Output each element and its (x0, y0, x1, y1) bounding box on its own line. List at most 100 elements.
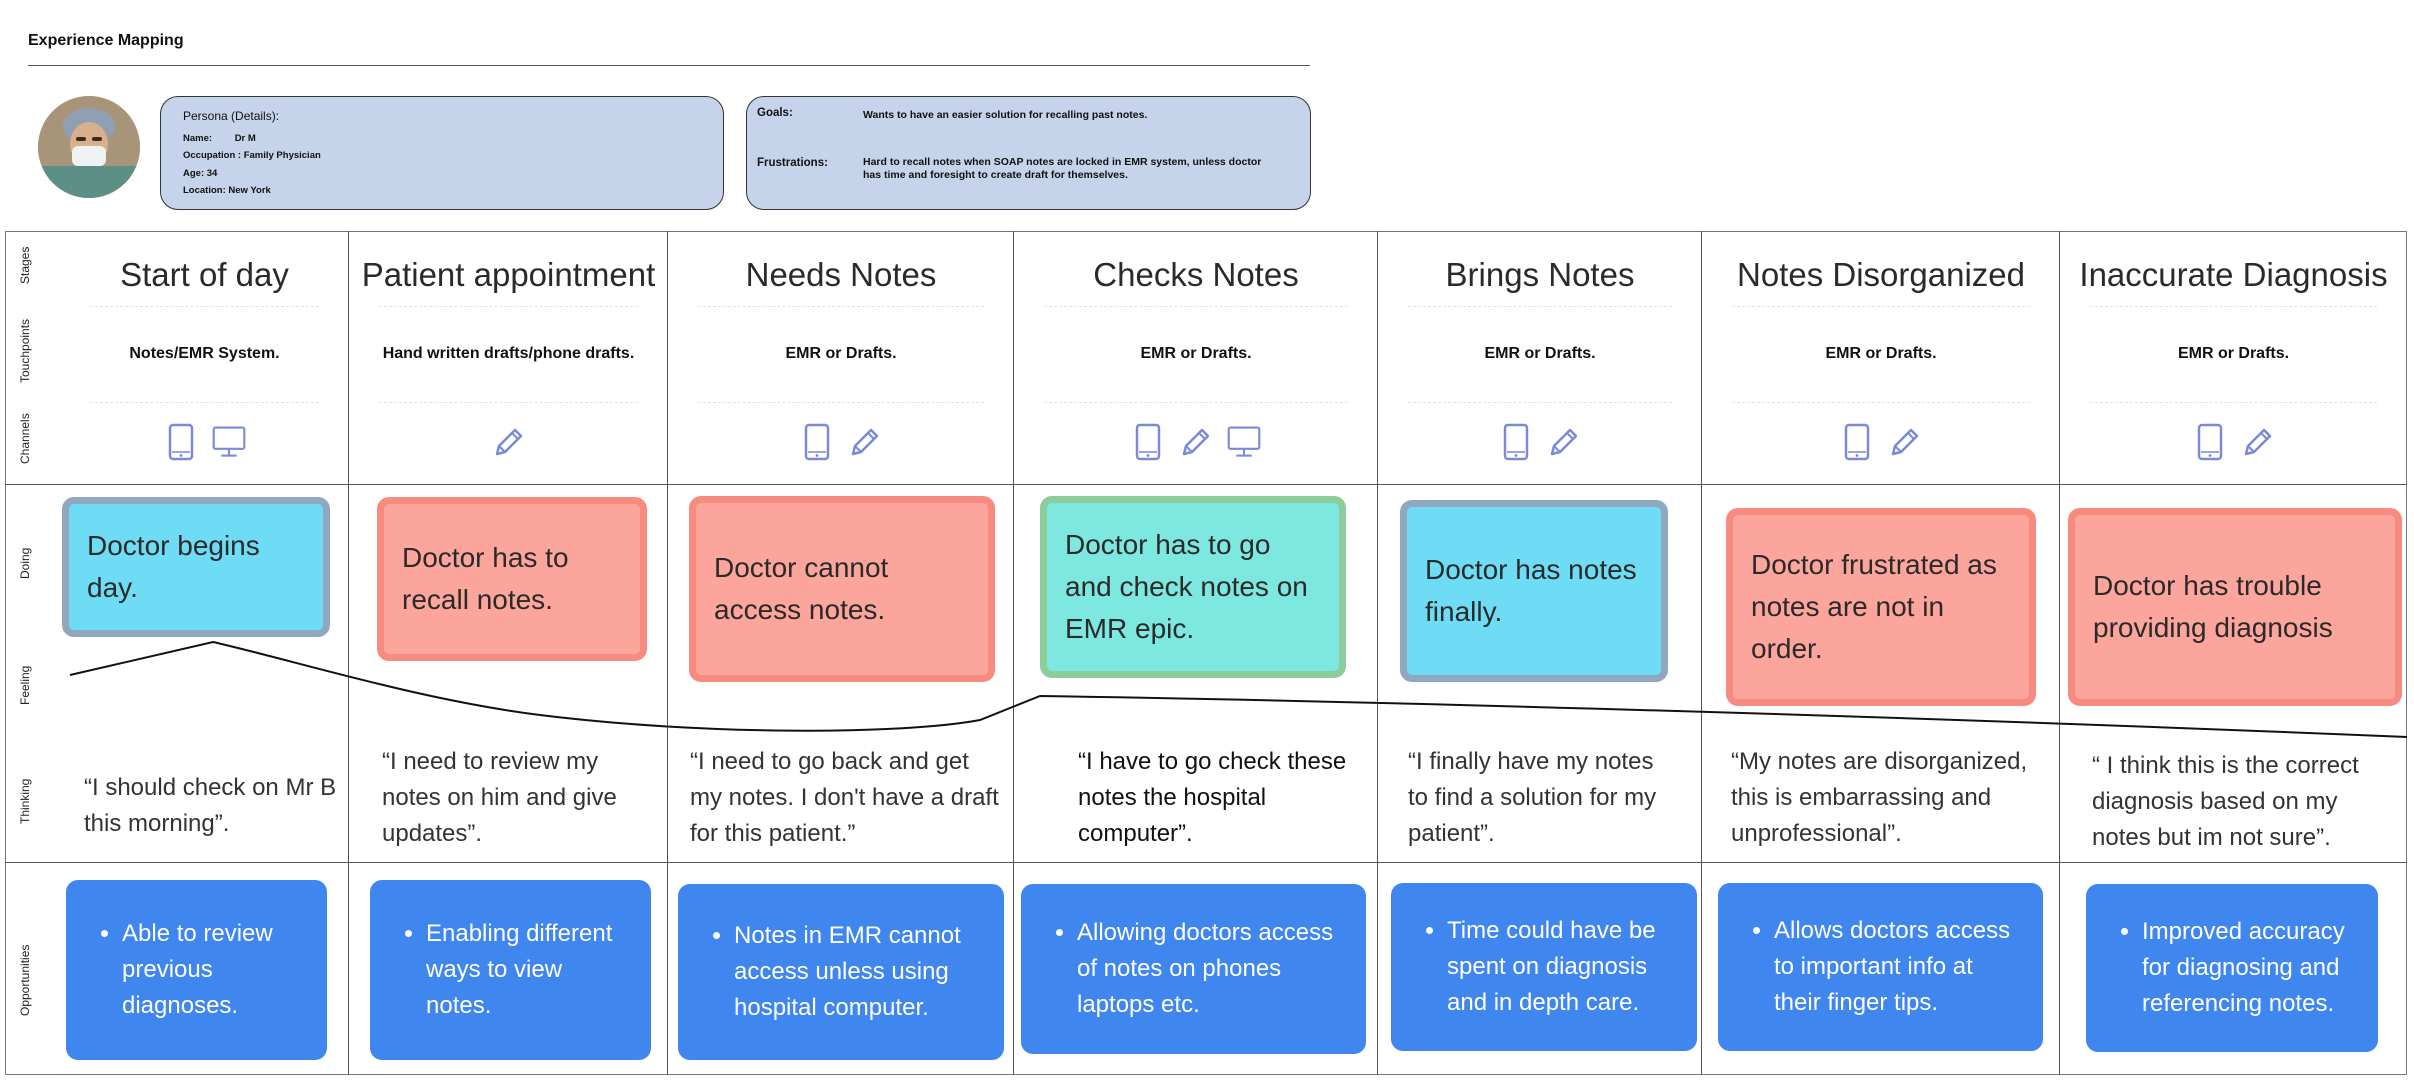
doing-text: Doctor cannot access notes. (714, 552, 889, 625)
row-separator (698, 306, 984, 307)
doing-text: Doctor has to recall notes. (402, 542, 569, 615)
thinking-quote-patient-appointment: “I need to review my notes on him and gi… (382, 748, 617, 847)
grid-divider-opportunities (5, 862, 2407, 863)
doing-card-checks-notes: Doctor has to go and check notes on EMR … (1040, 496, 1346, 678)
row-separator (1408, 306, 1672, 307)
opportunity-text: Allows doctors access to important info … (1774, 913, 2025, 1021)
goals-frustrations-card: Goals: Wants to have an easier solution … (746, 96, 1311, 210)
doing-card-brings-notes: Doctor has notes finally. (1400, 500, 1668, 682)
touchpoint-checks-notes: EMR or Drafts. (1140, 345, 1252, 362)
monitor-icon (212, 422, 246, 462)
channels-start-of-day (60, 422, 349, 462)
touchpoint-inaccurate-diagnosis: EMR or Drafts. (2177, 345, 2290, 362)
channels-inaccurate-diagnosis (2060, 422, 2407, 462)
column-divider (348, 231, 349, 1075)
persona-avatar (38, 96, 140, 198)
opportunity-card-inaccurate-diagnosis: Improved accuracy for diagnosing and ref… (2086, 884, 2378, 1052)
goals-value: Wants to have an easier solution for rec… (863, 109, 1148, 121)
tablet-icon (1131, 422, 1165, 462)
pencil-icon (1547, 422, 1581, 462)
grid-divider-doing (5, 484, 2407, 485)
doing-card-notes-disorganized: Doctor frustrated as notes are not in or… (1726, 508, 2036, 706)
persona-location: Location: New York (183, 185, 271, 196)
row-separator (379, 306, 638, 307)
opportunity-card-needs-notes: Notes in EMR cannot access unless using … (678, 884, 1004, 1060)
touchpoint-patient-appointment: Hand written drafts/phone drafts. (382, 345, 635, 362)
stage-start-of-day: Start of day (120, 256, 289, 293)
channels-notes-disorganized (1702, 422, 2060, 462)
pencil-icon (492, 422, 526, 462)
doing-card-start-of-day: Doctor begins day. (62, 497, 330, 637)
tablet-icon (1840, 422, 1874, 462)
persona-details-card: Persona (Details): Name: Dr M Occupation… (160, 96, 724, 210)
persona-header: Persona (Details): (183, 109, 280, 123)
row-separator (379, 402, 638, 403)
doing-card-inaccurate-diagnosis: Doctor has trouble providing diagnosis (2068, 508, 2402, 706)
pencil-icon (1888, 422, 1922, 462)
doing-text: Doctor has to go and check notes on EMR … (1065, 529, 1308, 644)
row-separator (2090, 306, 2377, 307)
channels-brings-notes (1378, 422, 1702, 462)
stage-checks-notes: Checks Notes (1093, 256, 1299, 293)
row-separator (1732, 402, 2030, 403)
channels-needs-notes (668, 422, 1014, 462)
channels-checks-notes (1014, 422, 1378, 462)
tablet-icon (2193, 422, 2227, 462)
doing-card-needs-notes: Doctor cannot access notes. (689, 496, 995, 682)
touchpoint-start-of-day: Notes/EMR System. (129, 345, 280, 362)
column-divider (1701, 231, 1702, 1075)
frustrations-label: Frustrations: (757, 157, 828, 169)
stage-brings-notes: Brings Notes (1445, 256, 1635, 293)
pencil-icon (848, 422, 882, 462)
pencil-icon (1179, 422, 1213, 462)
row-separator (90, 402, 319, 403)
thinking-quote-brings-notes: “I finally have my notes to find a solut… (1408, 748, 1657, 847)
goals-label: Goals: (757, 107, 793, 119)
tablet-icon (800, 422, 834, 462)
thinking-quote-checks-notes: “I have to go check these notes the hosp… (1078, 748, 1347, 847)
opportunity-text: Time could have be spent on diagnosis an… (1447, 913, 1679, 1021)
column-divider (2059, 231, 2060, 1075)
row-separator (90, 306, 319, 307)
opportunity-card-notes-disorganized: Allows doctors access to important info … (1718, 883, 2043, 1051)
opportunity-text: Notes in EMR cannot access unless using … (734, 918, 986, 1026)
title-divider (28, 65, 1310, 66)
opportunity-card-start-of-day: Able to review previous diagnoses. (66, 880, 327, 1060)
tablet-icon (1499, 422, 1533, 462)
column-divider (1377, 231, 1378, 1075)
touchpoint-notes-disorganized: EMR or Drafts. (1825, 345, 1937, 362)
opportunity-card-brings-notes: Time could have be spent on diagnosis an… (1391, 883, 1697, 1051)
opportunity-card-patient-appointment: Enabling different ways to view notes. (370, 880, 651, 1060)
column-divider (1013, 231, 1014, 1075)
thinking-quote-notes-disorganized: “My notes are disorganized, this is emba… (1731, 748, 2028, 847)
row-separator (1044, 306, 1348, 307)
doing-text: Doctor begins day. (87, 530, 260, 603)
opportunity-text: Able to review previous diagnoses. (122, 916, 309, 1024)
doing-text: Doctor has trouble providing diagnosis (2093, 570, 2333, 643)
row-separator (1408, 402, 1672, 403)
page-title: Experience Mapping (28, 32, 184, 49)
stage-needs-notes: Needs Notes (745, 256, 937, 293)
touchpoint-brings-notes: EMR or Drafts. (1484, 345, 1596, 362)
opportunity-text: Enabling different ways to view notes. (426, 916, 633, 1024)
journey-grid (5, 231, 2407, 1075)
opportunity-text: Improved accuracy for diagnosing and ref… (2142, 914, 2360, 1022)
stage-notes-disorganized: Notes Disorganized (1737, 256, 2025, 293)
row-separator (1732, 306, 2030, 307)
row-separator (1044, 402, 1348, 403)
doing-card-patient-appointment: Doctor has to recall notes. (377, 497, 647, 661)
persona-name-label: Name: (183, 133, 213, 144)
opportunity-card-checks-notes: Allowing doctors access of notes on phon… (1021, 884, 1366, 1054)
row-separator (2090, 402, 2377, 403)
frustrations-value: Hard to recall notes when SOAP notes are… (863, 156, 1262, 181)
stage-inaccurate-diagnosis: Inaccurate Diagnosis (2079, 256, 2388, 293)
doing-text: Doctor has notes finally. (1425, 554, 1637, 627)
row-separator (698, 402, 984, 403)
persona-name-row: Name: Dr M (183, 133, 256, 144)
touchpoint-needs-notes: EMR or Drafts. (785, 345, 897, 362)
doing-text: Doctor frustrated as notes are not in or… (1751, 549, 1997, 664)
persona-age: Age: 34 (183, 168, 218, 179)
thinking-quote-inaccurate-diagnosis: “ I think this is the correct diagnosis … (2092, 752, 2359, 851)
pencil-icon (2241, 422, 2275, 462)
